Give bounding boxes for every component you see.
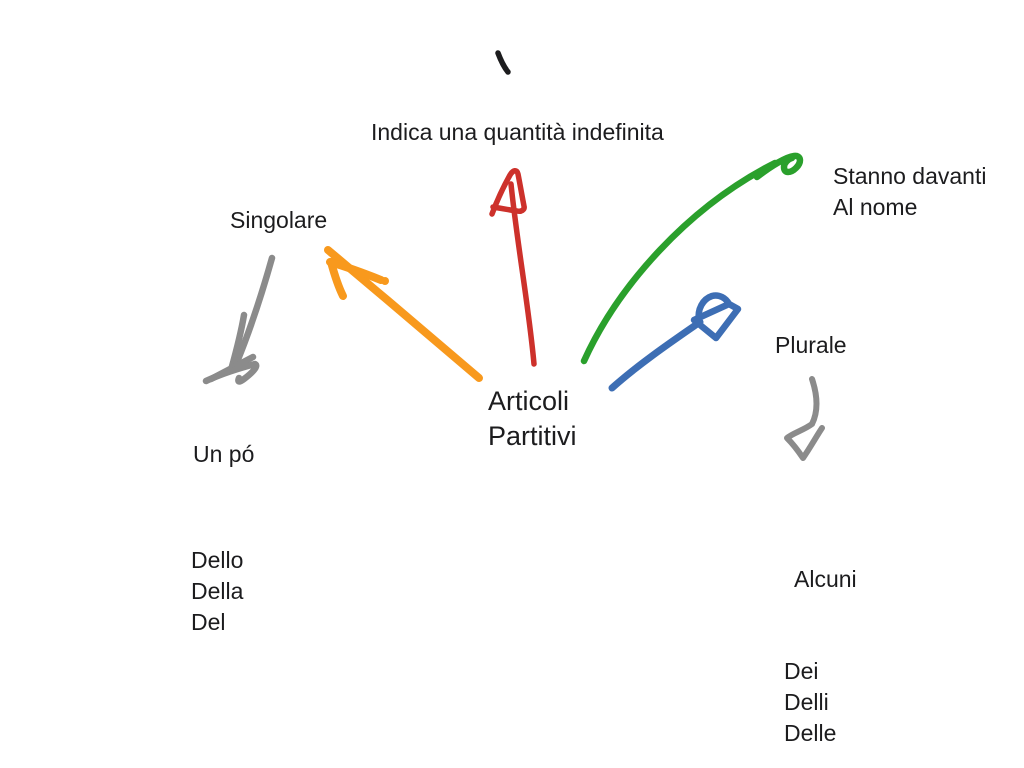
label-position-note-line2: Al nome — [833, 194, 918, 220]
list-item: Dei — [784, 658, 819, 684]
label-position-note-line1: Stanno davanti — [833, 163, 987, 189]
list-item: Della — [191, 578, 244, 604]
arrow-blue-to-plurale — [608, 292, 742, 392]
list-item: Delli — [784, 689, 829, 715]
arrow-gray-to-alcuni — [784, 376, 825, 461]
list-item: Delle — [784, 720, 837, 746]
label-alcuni: Alcuni — [794, 566, 857, 592]
label-singolare: Singolare — [230, 207, 328, 233]
center-node-title: Articoli Partitivi — [488, 384, 577, 454]
center-node-title-line2: Partitivi — [488, 421, 577, 451]
list-singular-articles: Dello Della Del — [191, 545, 243, 638]
center-node-title-line1: Articoli — [488, 386, 570, 416]
arrow-gray-to-un-po — [202, 254, 276, 385]
stray-pen-mark — [495, 50, 511, 75]
arrow-red-to-definition — [489, 168, 537, 367]
arrow-green-to-position-note — [580, 152, 804, 365]
arrow-orange-to-singolare — [324, 246, 483, 382]
label-definition: Indica una quantità indefinita — [371, 119, 664, 145]
list-plural-articles: Dei Delli Delle — [784, 656, 836, 749]
list-item: Dello — [191, 547, 244, 573]
list-item: Del — [191, 609, 226, 635]
label-position-note: Stanno davanti Al nome — [833, 161, 986, 223]
label-plurale: Plurale — [775, 332, 847, 358]
label-un-po: Un pó — [193, 441, 255, 467]
